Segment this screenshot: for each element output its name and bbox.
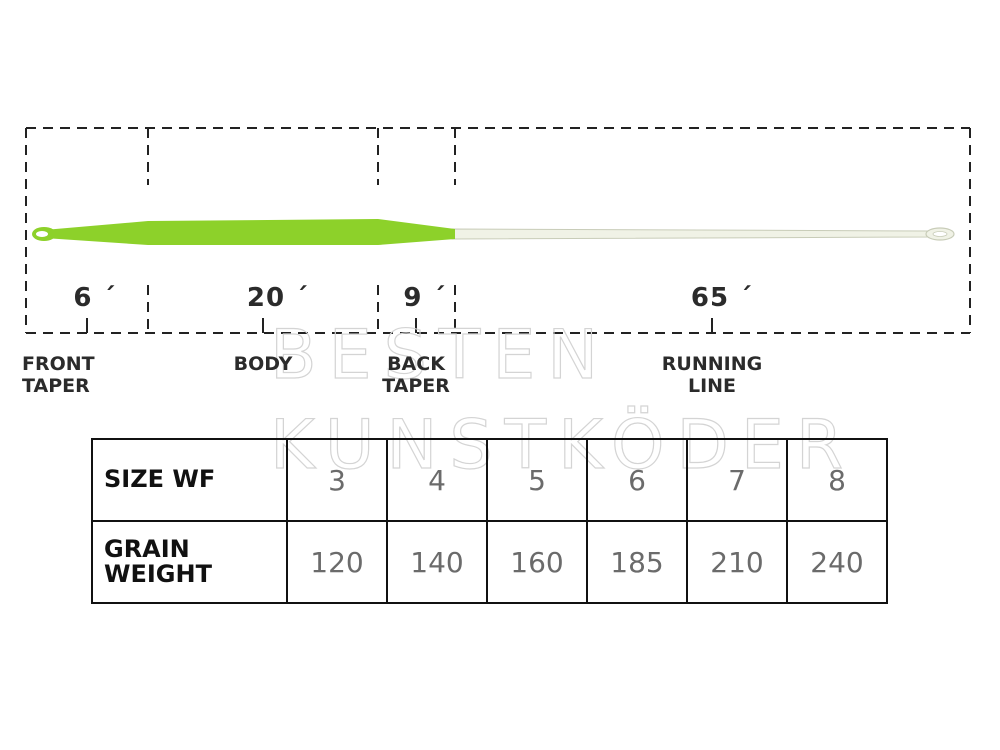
size-header-text: SIZE WF [104,465,216,494]
table-cell: 160 [486,520,588,604]
running-line-length: 65 ´ [691,283,753,313]
grain-header-line-2: WEIGHT [104,560,212,588]
back-taper-label-line-2: TAPER [382,375,450,397]
watermark-line-1: BESTEN [270,316,610,395]
table-cell: 210 [686,520,788,604]
table-cell: 140 [386,520,488,604]
running-line [451,227,955,241]
front-taper-length: 6 ´ [73,283,116,313]
table-cell: 185 [586,520,688,604]
table-cell: 4 [386,438,488,522]
table-cell: 5 [486,438,588,522]
body-label: BODY [234,353,293,375]
table-cell: 8 [786,438,888,522]
body-length: 20 ´ [247,283,309,313]
table-cell: 7 [686,438,788,522]
fly-line-head [32,219,455,245]
running-line-label-line-1: RUNNING [662,353,762,375]
table-cell: 3 [286,438,388,522]
back-taper-label-line-1: BACK [387,353,446,375]
segment-outline [25,127,971,334]
back-taper-length: 9 ´ [403,283,446,313]
size-header: SIZE WF [91,438,288,522]
running-line-label-line-2: LINE [688,375,736,397]
table-cell: 120 [286,520,388,604]
front-taper-label-line-1: FRONT [22,353,95,375]
front-taper-label-line-2: TAPER [22,375,90,397]
table-cell: 240 [786,520,888,604]
grain-header-line-1: GRAIN [104,534,190,563]
table-cell: 6 [586,438,688,522]
table-row-size: SIZE WF 3 4 5 6 7 8 [91,438,888,522]
